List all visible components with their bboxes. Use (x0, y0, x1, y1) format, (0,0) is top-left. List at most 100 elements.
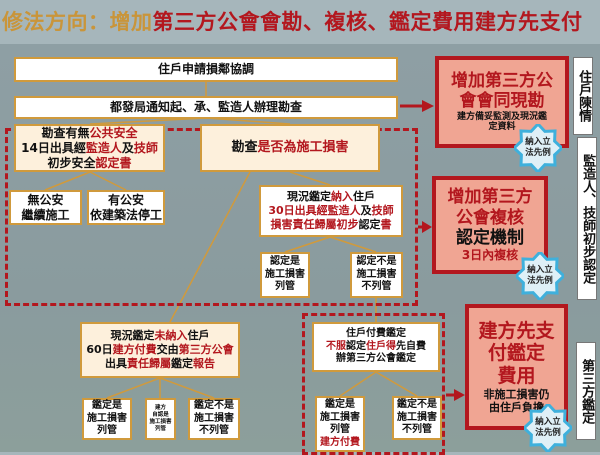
box-line: 會會同現勘 (460, 91, 545, 111)
text-segment: 不服 (326, 340, 346, 352)
box-line: 損害責任歸屬初步認定書 (271, 218, 392, 232)
box-line: 認定機制 (456, 228, 524, 248)
box-line: 施工損害 (265, 269, 305, 282)
box-line: 非施工損害仍 (484, 388, 550, 401)
text-segment: 第三方公會 (178, 343, 234, 357)
box-line: 勘查有無公共安全 (41, 126, 137, 141)
text-segment: 報告 (193, 356, 215, 370)
text-segment: 及 (360, 204, 372, 218)
text-segment: 認定機制 (456, 228, 524, 248)
text-segment: 鑑定 (171, 356, 193, 370)
text-segment: 施工損害 (265, 268, 305, 280)
text-segment: 不列管 (402, 424, 432, 436)
text-segment: 責任歸屬 (127, 356, 171, 370)
text-segment: 監造人 (327, 204, 361, 218)
is-damage-box: 鑑定是施工損害列管 (82, 398, 132, 440)
text-segment: 施工損害 (87, 412, 127, 424)
box-line: 3日內複核 (462, 248, 518, 262)
box-line: 增加第三方 (448, 187, 533, 207)
text-segment: 納入 (331, 190, 353, 204)
side-label-text: 住戶陳情 (576, 70, 592, 122)
box-line: 住戶付費鑑定 (346, 328, 406, 341)
text-segment: 施工損害 (397, 411, 437, 423)
box-line: 初步安全認定書 (47, 156, 131, 171)
text-segment: 自認是 (152, 412, 169, 419)
box-line: 列管 (155, 426, 166, 433)
text-segment: 建方先支 (478, 319, 555, 342)
box-line: 30日出具經監造人及技師 (268, 204, 393, 218)
box-line: 繼續施工 (21, 208, 69, 223)
text-segment: 列管 (154, 425, 166, 432)
text-segment: 技師 (371, 204, 394, 218)
text-segment: 依建築法停工 (89, 207, 162, 222)
legislation-badge: 納入立法先例 (516, 252, 564, 300)
text-segment: 無公安 (27, 192, 64, 207)
construction-damage-check-box: 勘查是否為施工損害 (200, 124, 380, 172)
box-line: 施工損害 (397, 412, 437, 425)
box-line: 都發局通知起、承、監造人辦理勘查 (110, 100, 302, 115)
text-segment: 施工損害 (320, 411, 360, 423)
side-label-third-party: 第三方鑑定 (576, 342, 596, 440)
box-line: 出具責任歸屬鑑定報告 (105, 357, 215, 371)
safety-issue-box: 有公安依建築法停工 (87, 190, 165, 225)
badge-line: 納入立 (527, 264, 553, 275)
text-segment: 有公安 (107, 192, 144, 207)
box-line: 不服認定住戶得先自費 (326, 341, 426, 354)
text-segment: 監造人 (85, 140, 122, 155)
text-segment: 住戶申請損鄰協調 (157, 62, 254, 76)
box-line: 增加第三方公 (451, 71, 553, 91)
box-line: 鑑定不是 (194, 400, 234, 413)
text-segment: 繼續施工 (21, 207, 70, 222)
text-segment: 未納入 (154, 329, 188, 343)
text-segment: 會會同現勘 (459, 91, 545, 112)
text-segment: 鑑定不是 (397, 399, 437, 411)
box-line: 定資料 (488, 122, 515, 133)
star-badge-icon (514, 124, 562, 172)
text-segment: 及 (121, 140, 134, 155)
text-segment: 住戶得 (366, 340, 396, 352)
text-segment: 鑑定是 (92, 400, 122, 412)
box-line: 公會複核 (456, 208, 524, 228)
box-line: 無公安 (27, 193, 63, 208)
not-damage-box: 認定不是施工損害不列管 (350, 252, 403, 298)
text-segment: 交由 (156, 343, 179, 357)
text-segment: 建方付費 (112, 343, 157, 357)
box-line: 60日建方付費交由第三方公會 (86, 343, 233, 357)
box-line: 辦第三方公會鑑定 (336, 353, 416, 366)
box-line: 建方先支 (478, 320, 554, 343)
text-segment: 建方付費 (320, 436, 360, 448)
side-label-supervisor: 監造人、技師初步認定 (577, 137, 597, 300)
box-line: 鑑定是 (325, 399, 355, 412)
text-segment: 是否為施工損害 (257, 139, 349, 155)
box-line: 認定不是 (357, 256, 397, 269)
text-segment: 勘查 (231, 139, 258, 155)
box-line: 勘查是否為施工損害 (231, 140, 348, 156)
resident-pay-box: 住戶付費鑑定不服認定住戶得先自費辦第三方公會鑑定 (312, 322, 440, 372)
notify-survey-box: 都發局通知起、承、監造人辦理勘查 (14, 96, 398, 119)
box-line: 不列管 (362, 281, 392, 294)
badge-line: 法先例 (535, 428, 561, 438)
text-segment: 第三方公會會勘、複核、鑑定費用建方先支付 (152, 10, 583, 34)
box-line: 14日出具經監造人及技師 (21, 141, 158, 156)
text-segment: 認定是 (270, 256, 300, 268)
text-segment: 施工損害 (149, 419, 172, 425)
no-safety-issue-box: 無公安繼續施工 (9, 190, 82, 225)
text-segment: 非施工損害仍 (483, 388, 550, 401)
is-damage-box: 鑑定是施工損害列管建方付費 (315, 396, 365, 452)
text-segment: 不列管 (361, 281, 392, 293)
star-badge-icon (516, 252, 564, 300)
text-segment: 認定 (358, 217, 381, 231)
text-segment: 住戶 (353, 190, 375, 204)
badge-line: 納入立 (535, 416, 561, 427)
box-line: 不列管 (402, 424, 432, 437)
box-line: 依建築法停工 (90, 208, 162, 223)
text-segment: 建方 (154, 405, 166, 412)
text-segment: 30日出具經 (268, 204, 328, 218)
text-segment: 公共安全 (89, 125, 138, 140)
resident-apply-box: 住戶申請損鄰協調 (14, 57, 398, 82)
text-segment: 損害責任歸屬初步 (270, 217, 359, 231)
text-segment: 住戶 (187, 329, 210, 343)
text-segment: 不列管 (199, 425, 229, 437)
